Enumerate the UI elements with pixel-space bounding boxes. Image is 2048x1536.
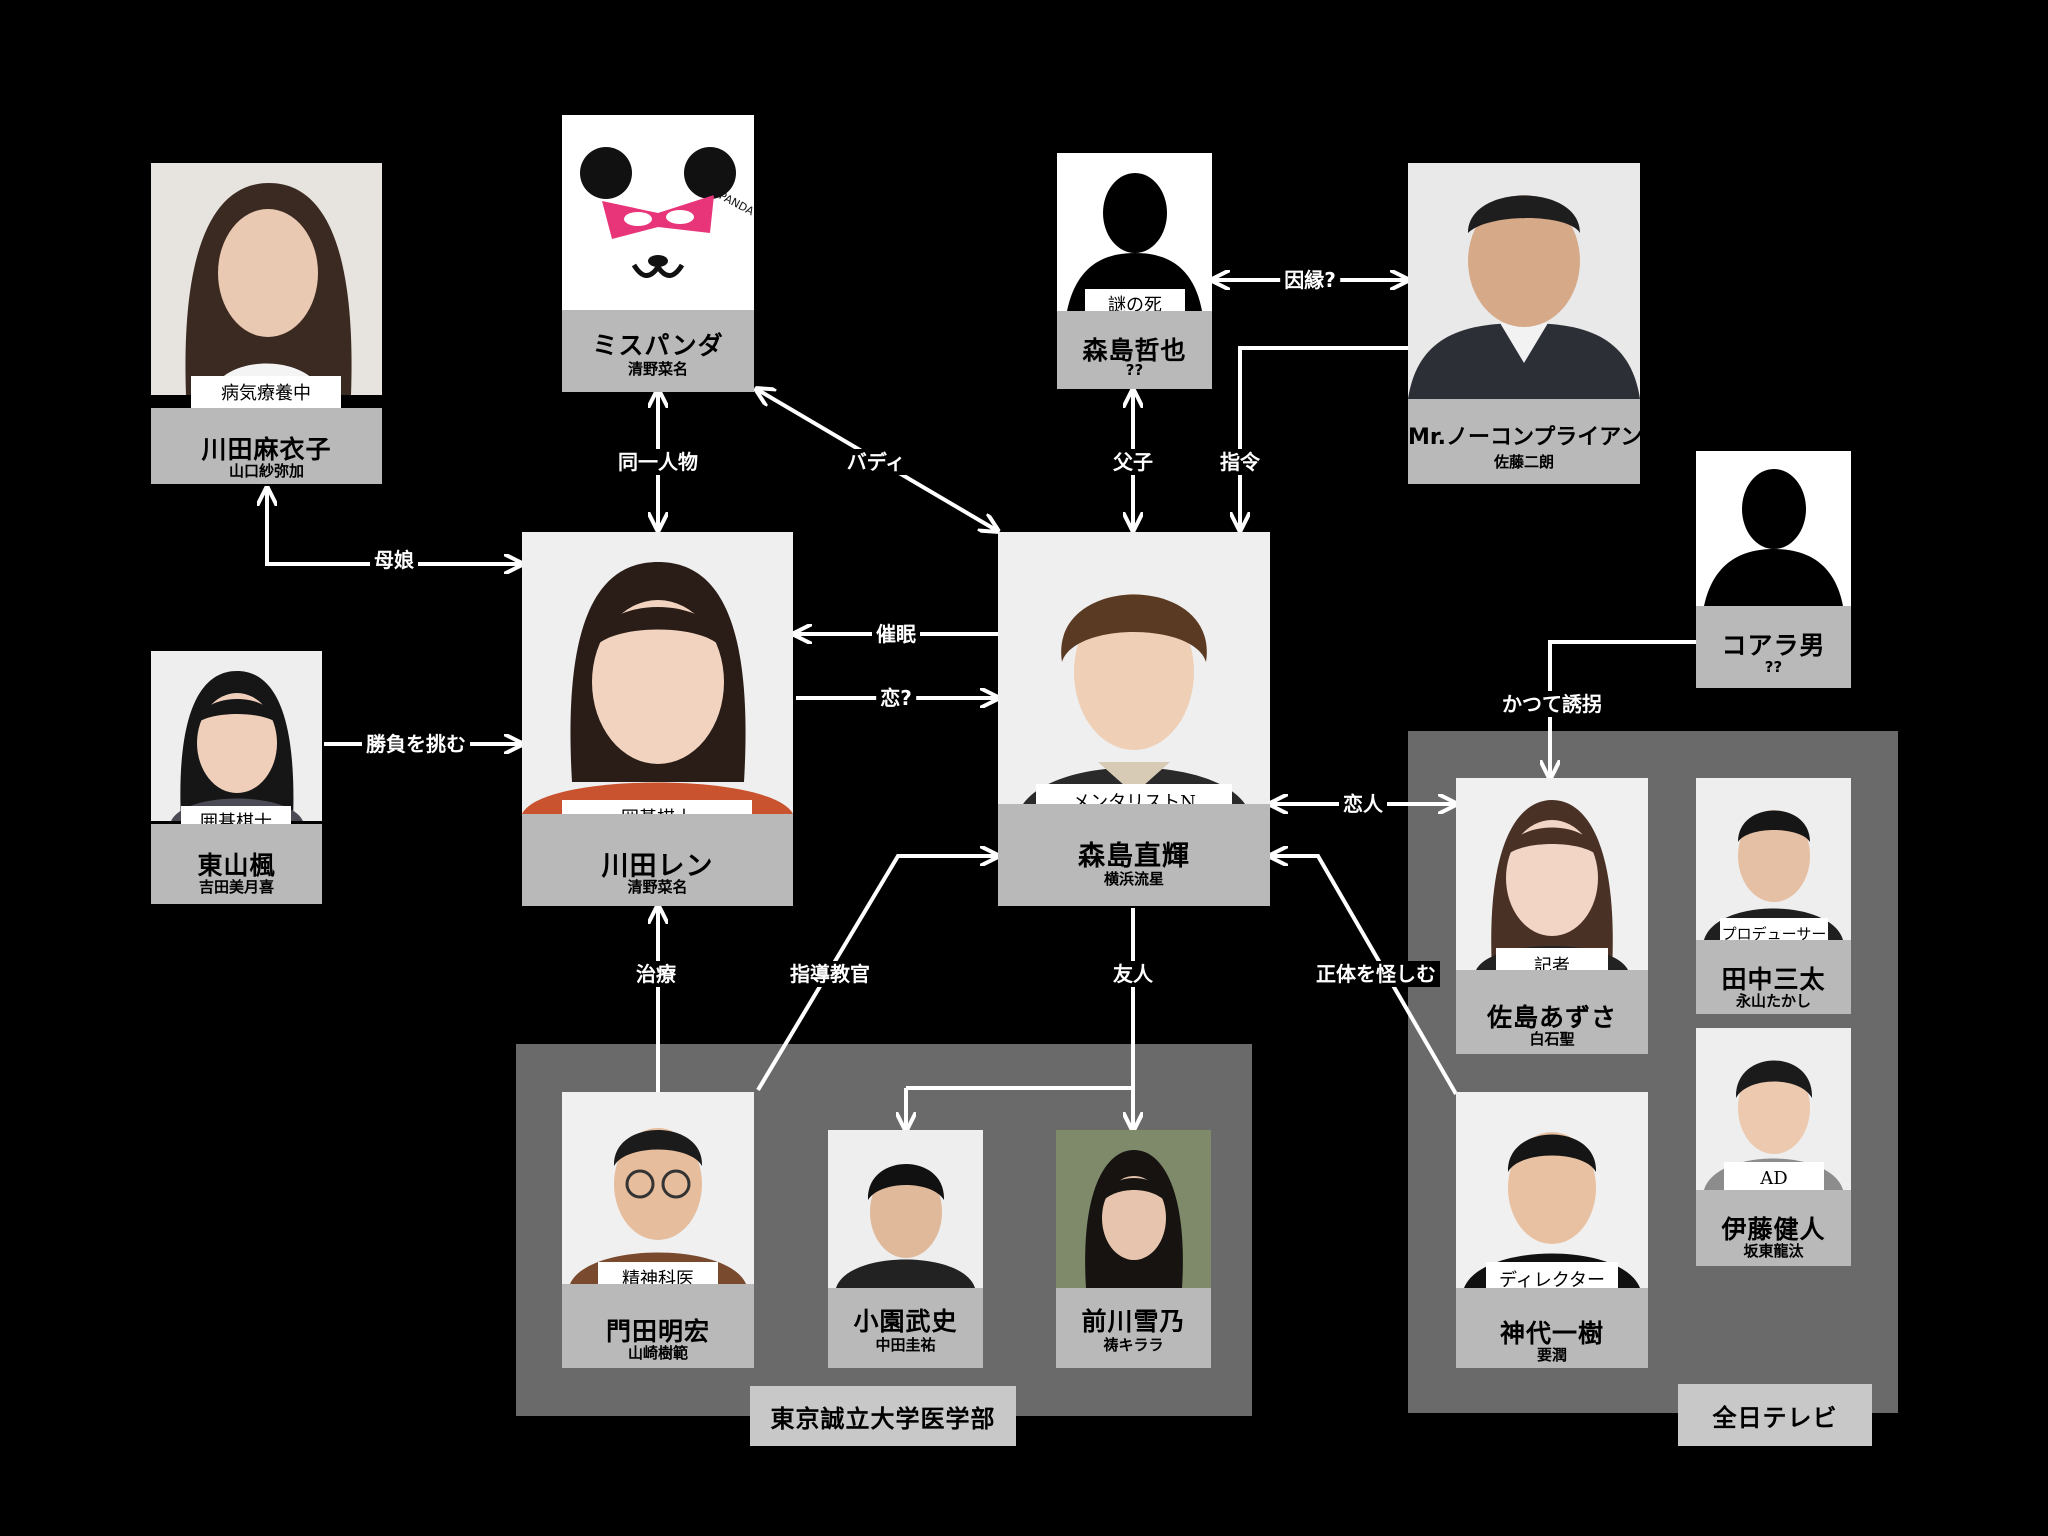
character-card-naoki[interactable]: メンタリストN 森島直輝 横浜流星 (998, 532, 1270, 906)
actor-name: 祷キララ (1103, 1336, 1164, 1354)
rel-koi: 恋? (876, 685, 916, 711)
actor-name: ?? (1764, 658, 1783, 676)
rel-shoutai: 正体を怪しむ (1312, 961, 1440, 987)
portrait (1056, 1130, 1211, 1288)
rel-innen: 因縁? (1280, 267, 1340, 293)
character-card-maekawa[interactable]: 前川雪乃 祷キララ (1056, 1130, 1211, 1368)
name-box: 森島哲也 ?? (1057, 311, 1212, 389)
rel-fushi: 父子 (1109, 449, 1157, 475)
character-card-tetsuya[interactable]: 謎の死 森島哲也 ?? (1057, 153, 1212, 389)
panda-logo: Miss PANDA (562, 115, 754, 310)
silhouette-portrait (1696, 451, 1851, 606)
name-box: 佐島あずさ 白石聖 (1456, 970, 1648, 1054)
character-name: 門田明宏 (605, 1317, 710, 1346)
portrait (562, 1092, 754, 1284)
name-box: Mr.ノーコンプライアンス 佐藤二朗 (1408, 399, 1664, 484)
character-name: 田中三太 (1721, 965, 1826, 994)
character-card-kaede[interactable]: 囲碁棋士 東山楓 吉田美月喜 (151, 651, 322, 904)
portrait (151, 163, 382, 395)
character-card-kozono[interactable]: 小園武史 中田圭祐 (828, 1130, 983, 1368)
character-name: Mr.ノーコンプライアンス (1408, 425, 1664, 450)
character-card-koara-otoko[interactable]: コアラ男 ?? (1696, 451, 1851, 688)
name-box: 門田明宏 山崎樹範 (562, 1284, 754, 1368)
rel-chiryou: 治療 (632, 961, 680, 987)
name-box: 小園武史 中田圭祐 (828, 1288, 983, 1368)
rel-katsute: かつて誘拐 (1498, 691, 1606, 717)
actor-name: 坂東龍汰 (1743, 1242, 1804, 1260)
name-box: 田中三太 永山たかし (1696, 940, 1851, 1014)
rel-shoubu: 勝負を挑む (362, 731, 470, 757)
portrait (1456, 778, 1648, 970)
name-box: 神代一樹 要潤 (1456, 1288, 1648, 1368)
character-name: 佐島あずさ (1486, 1003, 1617, 1032)
character-name: 小園武史 (853, 1307, 958, 1336)
character-card-ito[interactable]: AD 伊藤健人 坂東龍汰 (1696, 1028, 1851, 1266)
actor-name: 横浜流星 (1103, 870, 1164, 888)
rel-shirei: 指令 (1216, 449, 1264, 475)
actor-name: ?? (1125, 361, 1144, 379)
portrait (828, 1130, 983, 1288)
actor-name: 永山たかし (1735, 992, 1811, 1010)
rel-buddy: バディ (842, 449, 910, 475)
silhouette-portrait (1057, 153, 1212, 311)
name-box: 森島直輝 横浜流星 (998, 804, 1270, 906)
role-label: AD (1724, 1162, 1824, 1194)
character-name: 神代一樹 (1499, 1319, 1604, 1348)
portrait (1408, 163, 1640, 399)
portrait (998, 532, 1270, 814)
name-box: ミスパンダ 清野菜名 (562, 310, 754, 392)
rel-douitsu: 同一人物 (614, 449, 702, 475)
group-tv-label: 全日テレビ (1678, 1384, 1872, 1446)
name-box: 川田レン 清野菜名 (522, 814, 793, 906)
character-name: 川田麻衣子 (201, 435, 332, 464)
name-box: 東山楓 吉田美月喜 (151, 824, 322, 904)
rel-hahamusume: 母娘 (370, 547, 418, 573)
character-name: コアラ男 (1721, 631, 1826, 660)
character-card-miss-panda[interactable]: Miss PANDA ミスパンダ 清野菜名 (562, 115, 754, 392)
character-name: ミスパンダ (592, 331, 724, 360)
character-card-kamishiro[interactable]: ディレクター 神代一樹 要潤 (1456, 1092, 1648, 1368)
character-card-tanaka[interactable]: プロデューサー 田中三太 永山たかし (1696, 778, 1851, 1014)
line-shidou (756, 856, 996, 1092)
actor-name: 山口紗弥加 (228, 462, 304, 480)
character-name: 森島直輝 (1078, 841, 1190, 872)
character-card-monden[interactable]: 精神科医 門田明宏 山崎樹範 (562, 1092, 754, 1368)
name-box: コアラ男 ?? (1696, 606, 1851, 688)
portrait (1696, 778, 1851, 940)
line-shirei (1240, 346, 1408, 528)
line-katsute (1550, 640, 1696, 776)
character-card-azusa[interactable]: 記者 佐島あずさ 白石聖 (1456, 778, 1648, 1054)
character-name: 前川雪乃 (1081, 1307, 1186, 1336)
role-label: 病気療養中 (191, 376, 341, 408)
portrait (522, 532, 793, 814)
actor-name: 中田圭祐 (875, 1336, 936, 1354)
actor-name: 要潤 (1536, 1346, 1567, 1364)
line-shoutai (1272, 856, 1458, 1096)
name-box: 前川雪乃 祷キララ (1056, 1288, 1211, 1368)
name-box: 伊藤健人 坂東龍汰 (1696, 1190, 1851, 1266)
actor-name: 佐藤二朗 (1493, 453, 1554, 471)
portrait (1456, 1092, 1648, 1288)
character-card-mr-no-compliance[interactable]: Mr.ノーコンプライアンス 佐藤二朗 (1408, 163, 1664, 484)
rel-yuujin: 友人 (1109, 961, 1157, 987)
character-name: 川田レン (601, 851, 714, 882)
name-box: 川田麻衣子 山口紗弥加 (151, 408, 382, 484)
actor-name: 清野菜名 (627, 360, 688, 378)
character-card-mariko[interactable]: 病気療養中 川田麻衣子 山口紗弥加 (151, 163, 382, 484)
character-card-ren[interactable]: 囲碁棋士 川田レン 清野菜名 (522, 532, 793, 906)
line-hahamusume (267, 490, 520, 564)
actor-name: 清野菜名 (627, 878, 688, 896)
actor-name: 山崎樹範 (627, 1344, 688, 1362)
actor-name: 白石聖 (1529, 1030, 1575, 1048)
actor-name: 吉田美月喜 (198, 878, 274, 896)
group-university-label: 東京誠立大学医学部 (750, 1386, 1016, 1446)
character-name: 東山楓 (197, 851, 276, 880)
rel-shidou: 指導教官 (786, 961, 874, 987)
character-name: 伊藤健人 (1721, 1215, 1826, 1244)
character-name: 森島哲也 (1082, 336, 1187, 365)
portrait (151, 651, 322, 821)
rel-koibito: 恋人 (1339, 791, 1387, 817)
rel-saimin: 催眠 (872, 621, 920, 647)
